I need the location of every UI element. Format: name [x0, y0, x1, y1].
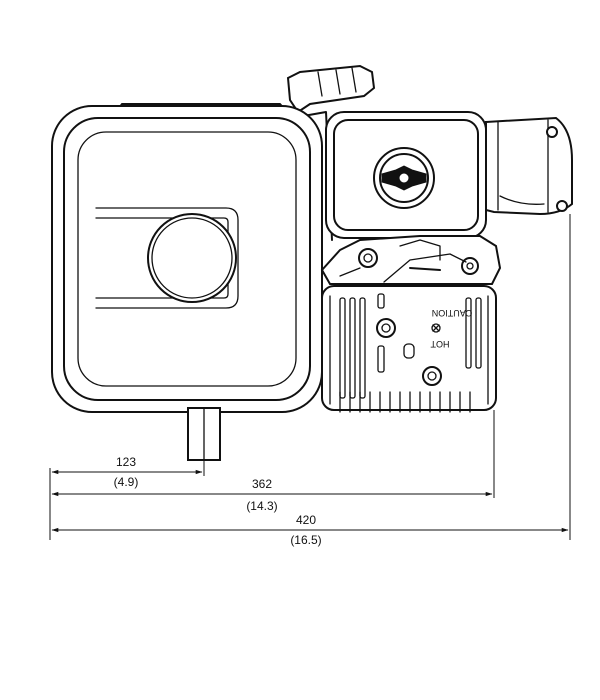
- warning-icon: [431, 323, 441, 333]
- caution-label: CAUTION: [432, 308, 473, 318]
- air-cleaner-knob: [147, 213, 237, 303]
- muffler: CAUTION HOT: [321, 285, 497, 413]
- dimension-muffler-inch: (14.3): [246, 499, 277, 513]
- recoil-starter: [485, 116, 573, 216]
- dimension-shaft-mm: 123: [116, 455, 136, 469]
- hot-label: HOT: [430, 339, 450, 349]
- fuel-tank: [325, 111, 487, 239]
- dimension-shaft-inch: (4.9): [114, 475, 139, 489]
- dimension-overall-mm: 420: [296, 513, 316, 527]
- air-cleaner: [51, 105, 323, 413]
- dimension-overall-inch: (16.5): [290, 533, 321, 547]
- muffler-bolt-upper: [376, 318, 396, 338]
- muffler-bolt-lower: [422, 366, 442, 386]
- dimension-lines: 123 (4.9) 362 (14.3) 420 (16.5): [49, 214, 571, 547]
- carburetor: [320, 235, 502, 285]
- output-shaft: [187, 407, 221, 461]
- dimension-muffler-mm: 362: [252, 477, 272, 491]
